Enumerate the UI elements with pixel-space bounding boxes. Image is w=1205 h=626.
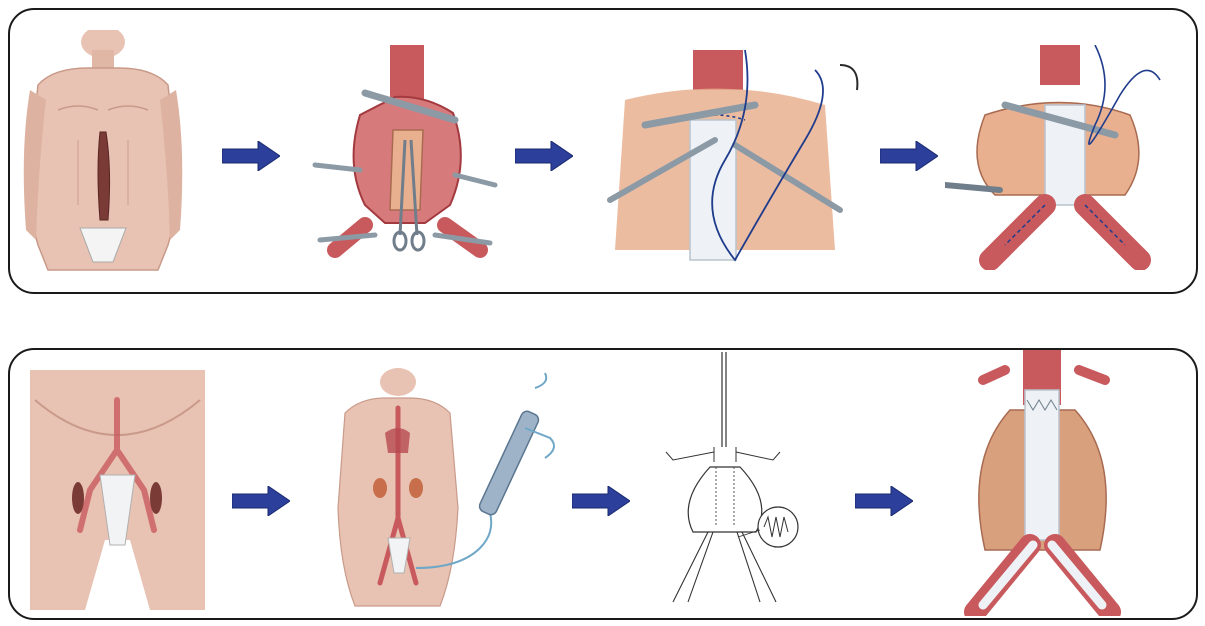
stent-graft-deploy-figure [648, 352, 808, 618]
arrow-right-icon [515, 141, 573, 171]
arrow-right-icon [880, 141, 938, 171]
arrow-right-icon [572, 486, 630, 516]
abdominal-incision-figure [18, 30, 188, 275]
arrow-right-icon [222, 141, 280, 171]
graft-sewn-figure [945, 45, 1175, 270]
aneurysm-opened-figure [305, 45, 500, 260]
groin-access-figure [30, 370, 205, 610]
stent-graft-in-place-figure [945, 350, 1135, 616]
arrow-right-icon [232, 486, 290, 516]
catheter-insertion-figure [330, 368, 570, 608]
arrow-right-icon [855, 486, 913, 516]
proximal-suture-figure [605, 50, 865, 265]
